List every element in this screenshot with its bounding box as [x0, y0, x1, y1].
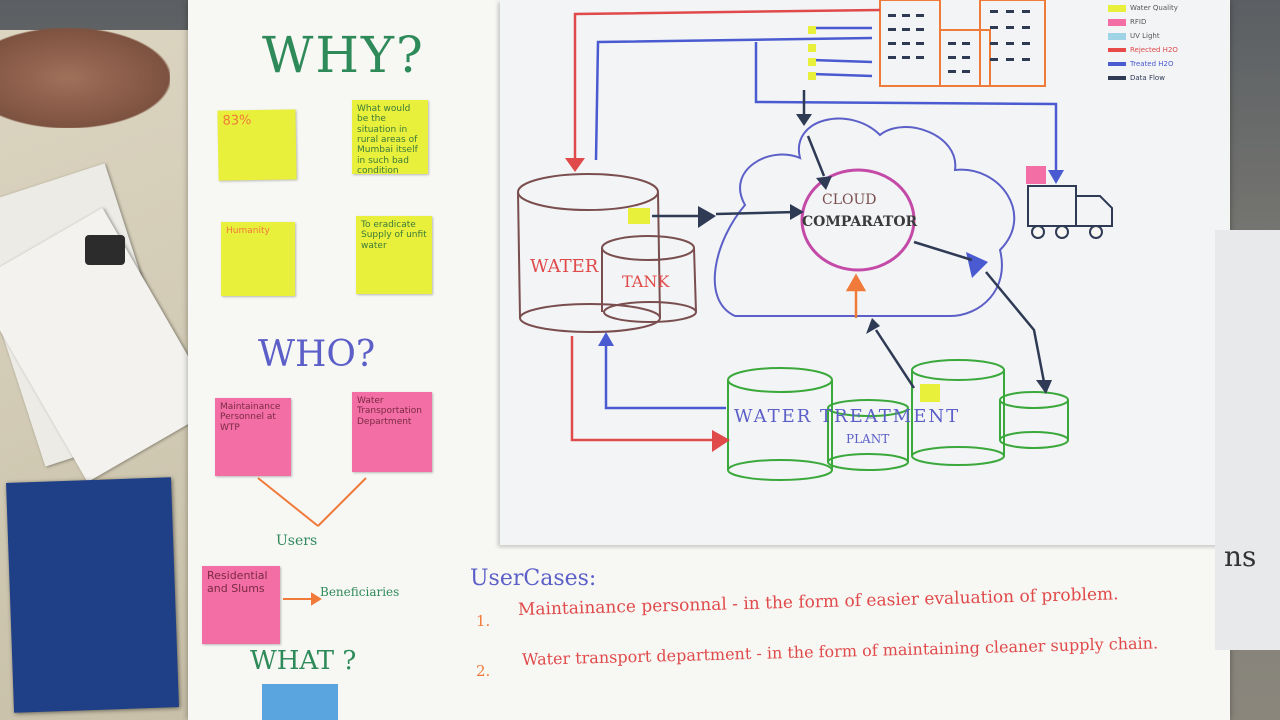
residential-note: Residential and Slums	[202, 566, 280, 644]
truck-icon	[1027, 185, 1113, 239]
who-note-1: Maintainance Personnel at WTP	[215, 398, 291, 476]
legend-item: RFID	[1108, 16, 1218, 28]
treated-arrowhead-3	[966, 252, 988, 278]
tank-label-tank: TANK	[622, 272, 670, 291]
beneficiaries-label: Beneficiaries	[320, 585, 400, 599]
legend-label: RFID	[1130, 18, 1147, 26]
rfid-tag	[1026, 166, 1046, 184]
building-windows	[888, 10, 1030, 73]
legend-label: Data Flow	[1130, 74, 1165, 82]
data-arrowhead-4	[796, 114, 812, 126]
legend-swatch	[1108, 48, 1126, 52]
legend-swatch	[1108, 18, 1126, 26]
legend-item: Data Flow	[1108, 72, 1218, 84]
why-note-2: What would be the situation in rural are…	[352, 100, 428, 174]
legend-item: Rejected H2O	[1108, 44, 1218, 56]
data-flow	[652, 90, 1046, 389]
beneficiaries-arrow	[283, 592, 322, 606]
rejected-arrowhead-1	[565, 158, 585, 172]
why-note-3: Humanity	[221, 222, 295, 296]
data-arrowhead-6	[866, 318, 880, 334]
tank-label-water: WATER	[530, 256, 599, 277]
who-note-2: Water Transportation Department	[352, 392, 432, 472]
why-note-4: To eradicate Supply of unfit water	[356, 216, 432, 294]
who-heading: WHO?	[258, 334, 376, 375]
uv-orange-arrow	[845, 273, 867, 318]
data-arrowhead-1	[698, 206, 716, 228]
legend-item: Water Quality	[1108, 2, 1218, 14]
hand	[0, 28, 170, 128]
comparator-ring	[800, 168, 916, 272]
legend-swatch	[1108, 76, 1126, 80]
data-arrowhead-5	[1036, 380, 1052, 394]
legend-label: Water Quality	[1130, 4, 1178, 12]
plant-label: PLANT	[846, 432, 890, 446]
blue-sticky-note	[262, 684, 338, 720]
cloud-outline	[713, 117, 1016, 317]
legend-label: Rejected H2O	[1130, 46, 1178, 54]
rejected-water-flow	[570, 8, 881, 442]
legend-swatch	[1108, 32, 1126, 40]
users-label: Users	[276, 533, 318, 549]
users-connector	[257, 477, 367, 527]
legend-item: UV Light	[1108, 30, 1218, 42]
usercases-title: UserCases:	[470, 566, 597, 591]
legend: Water Quality RFID UV Light Rejected H2O…	[1108, 0, 1218, 84]
usercase-2-num: 2.	[476, 662, 491, 680]
right-edge-text: ns	[1224, 540, 1257, 573]
cloud-label: CLOUD	[822, 192, 877, 208]
treated-arrowhead-1	[598, 332, 614, 346]
water-tank	[517, 173, 697, 333]
legend-label: Treated H2O	[1130, 60, 1174, 68]
legend-swatch	[1108, 62, 1126, 66]
rejected-arrowhead-2	[712, 430, 730, 452]
quality-sensor-plant	[920, 384, 940, 402]
comparator-label: COMPARATOR	[802, 214, 918, 230]
why-heading: WHY?	[262, 26, 425, 84]
treatment-label: WATER TREATMENT	[734, 406, 961, 427]
treated-arrowhead-2	[1048, 170, 1064, 184]
binder-clip	[85, 235, 125, 265]
usercase-1-num: 1.	[476, 612, 491, 630]
data-arrowhead-2	[790, 204, 804, 220]
treated-water-flow	[594, 26, 1058, 410]
adjacent-sheet	[1215, 230, 1280, 650]
legend-label: UV Light	[1130, 32, 1160, 40]
quality-sensor-tank	[628, 208, 650, 224]
legend-item: Treated H2O	[1108, 58, 1218, 70]
sensor-dots	[808, 26, 816, 80]
legend-swatch	[1108, 4, 1126, 12]
data-arrowhead-3	[816, 176, 832, 190]
what-heading: WHAT ?	[250, 646, 357, 676]
